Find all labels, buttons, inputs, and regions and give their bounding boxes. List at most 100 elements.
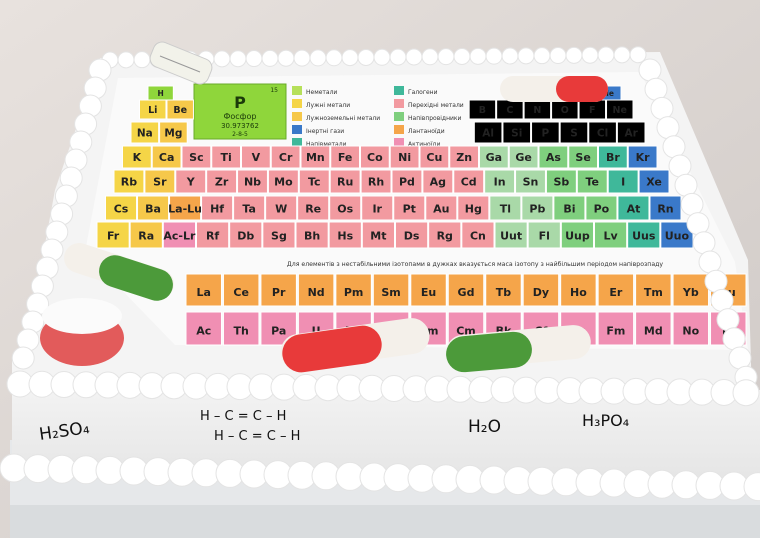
element-cell: Ru — [329, 169, 361, 194]
element-cell: K — [122, 145, 152, 169]
element-cell: Ds — [395, 221, 429, 249]
element-symbol: Mt — [370, 230, 386, 243]
element-cell: Sr — [144, 169, 176, 194]
element-cell: Uus — [627, 221, 661, 249]
svg-text:Галогени: Галогени — [408, 89, 438, 96]
element-cell: Ta — [233, 195, 266, 221]
element-symbol: Pr — [272, 286, 286, 299]
element-cell: C — [496, 99, 524, 120]
element-cell: Na — [130, 121, 160, 144]
element-symbol: Rf — [206, 230, 219, 243]
element-cell: No — [672, 311, 710, 346]
formula-phosphoric-acid: H₃PO₄ — [582, 411, 629, 430]
element-cell: In — [484, 169, 516, 194]
element-cell: Se — [568, 145, 598, 169]
element-symbol: La — [197, 286, 211, 299]
element-cell: Sm — [372, 273, 410, 307]
element-symbol: I — [621, 176, 625, 189]
element-symbol: Ra — [138, 230, 154, 243]
element-cell: Rb — [113, 169, 145, 194]
svg-text:Лужноземельні метали: Лужноземельні метали — [306, 115, 380, 122]
featured-mass: 30.973762 — [221, 122, 259, 130]
element-symbol: Nd — [308, 286, 325, 299]
element-cell: Xe — [638, 169, 670, 194]
element-cell: Pm — [335, 273, 372, 307]
element-symbol: Sb — [553, 176, 569, 189]
test-tube-center-red — [280, 318, 430, 373]
element-cell: Mg — [159, 121, 188, 144]
element-symbol: Sn — [523, 176, 539, 189]
element-symbol: Fl — [539, 230, 550, 243]
element-symbol: Te — [586, 176, 600, 189]
element-cell: Ne — [606, 99, 634, 120]
element-symbol: Sm — [381, 286, 400, 299]
element-symbol: P — [542, 127, 550, 139]
element-symbol: Th — [234, 324, 249, 337]
element-cell: Br — [598, 145, 628, 169]
element-cell: Rf — [196, 221, 230, 249]
element-symbol: Al — [482, 127, 494, 139]
element-symbol: Ne — [613, 105, 627, 116]
element-symbol: At — [627, 202, 641, 215]
element-cell: Rn — [649, 195, 682, 221]
svg-text:Напівпровідники: Напівпровідники — [408, 115, 462, 122]
element-symbol: Fm — [606, 324, 625, 337]
element-cell: S — [559, 121, 589, 144]
test-tube-center-green — [446, 325, 591, 373]
element-symbol: Tb — [496, 286, 512, 299]
element-cell: Yb — [672, 273, 710, 307]
svg-text:Перехідні метали: Перехідні метали — [408, 102, 464, 109]
formula-acetylene: H – C = C – H H – C = C – H — [200, 409, 300, 444]
element-cell: Uuo — [660, 221, 694, 249]
element-cell: As — [538, 145, 569, 169]
element-cell: Nd — [297, 273, 335, 307]
element-symbol: Pb — [529, 202, 545, 215]
element-cell: Nb — [237, 169, 268, 194]
piped-frosting — [0, 46, 760, 502]
element-cell: Ar — [616, 121, 646, 144]
element-symbol: Nb — [244, 176, 261, 189]
element-cell: Gd — [447, 273, 485, 307]
element-cell: Hf — [201, 195, 234, 221]
element-cell: Os — [329, 195, 362, 221]
element-symbol: Bi — [563, 202, 575, 215]
element-symbol: N — [533, 105, 541, 116]
element-cell: P — [531, 121, 560, 144]
element-symbol: O — [561, 105, 569, 116]
element-cell: Zr — [206, 169, 238, 194]
element-symbol: No — [682, 324, 699, 337]
svg-text:Напівметали: Напівметали — [306, 141, 347, 148]
svg-text:H – C = C – H: H – C = C – H — [214, 429, 300, 444]
test-tube-left-green — [64, 243, 174, 301]
element-symbol: Ba — [145, 202, 161, 215]
element-symbol: Zr — [215, 176, 229, 189]
element-symbol: Uus — [632, 230, 656, 243]
element-symbol: Rh — [368, 176, 384, 189]
element-symbol: Cu — [426, 151, 442, 164]
legend-item: Інертні гази — [292, 125, 344, 135]
element-cell: At — [617, 195, 650, 221]
svg-text:H₃PO₄: H₃PO₄ — [582, 411, 629, 430]
element-symbol: Ti — [220, 151, 231, 164]
element-cell: Er — [597, 273, 635, 307]
element-symbol: Rg — [437, 230, 453, 243]
element-symbol: Md — [644, 324, 663, 337]
featured-symbol: P — [234, 93, 246, 112]
element-cell: Te — [576, 169, 608, 194]
beaker-left — [40, 298, 124, 366]
element-cell: Ra — [129, 221, 163, 249]
element-symbol: Zn — [456, 151, 472, 164]
element-cell: Uup — [560, 221, 594, 249]
element-symbol: Ag — [430, 176, 446, 189]
element-cell: Cs — [105, 195, 138, 221]
element-cell: Fe — [330, 145, 360, 169]
element-symbol: Cs — [114, 202, 129, 215]
element-symbol: Dy — [533, 286, 549, 299]
element-cell: Ti — [211, 145, 241, 169]
element-symbol: Y — [186, 176, 196, 189]
legend-item: Галогени — [394, 86, 438, 96]
legend-item: Актиноїди — [394, 138, 441, 148]
element-cell: Cn — [461, 221, 495, 249]
element-symbol: Cr — [279, 151, 293, 164]
